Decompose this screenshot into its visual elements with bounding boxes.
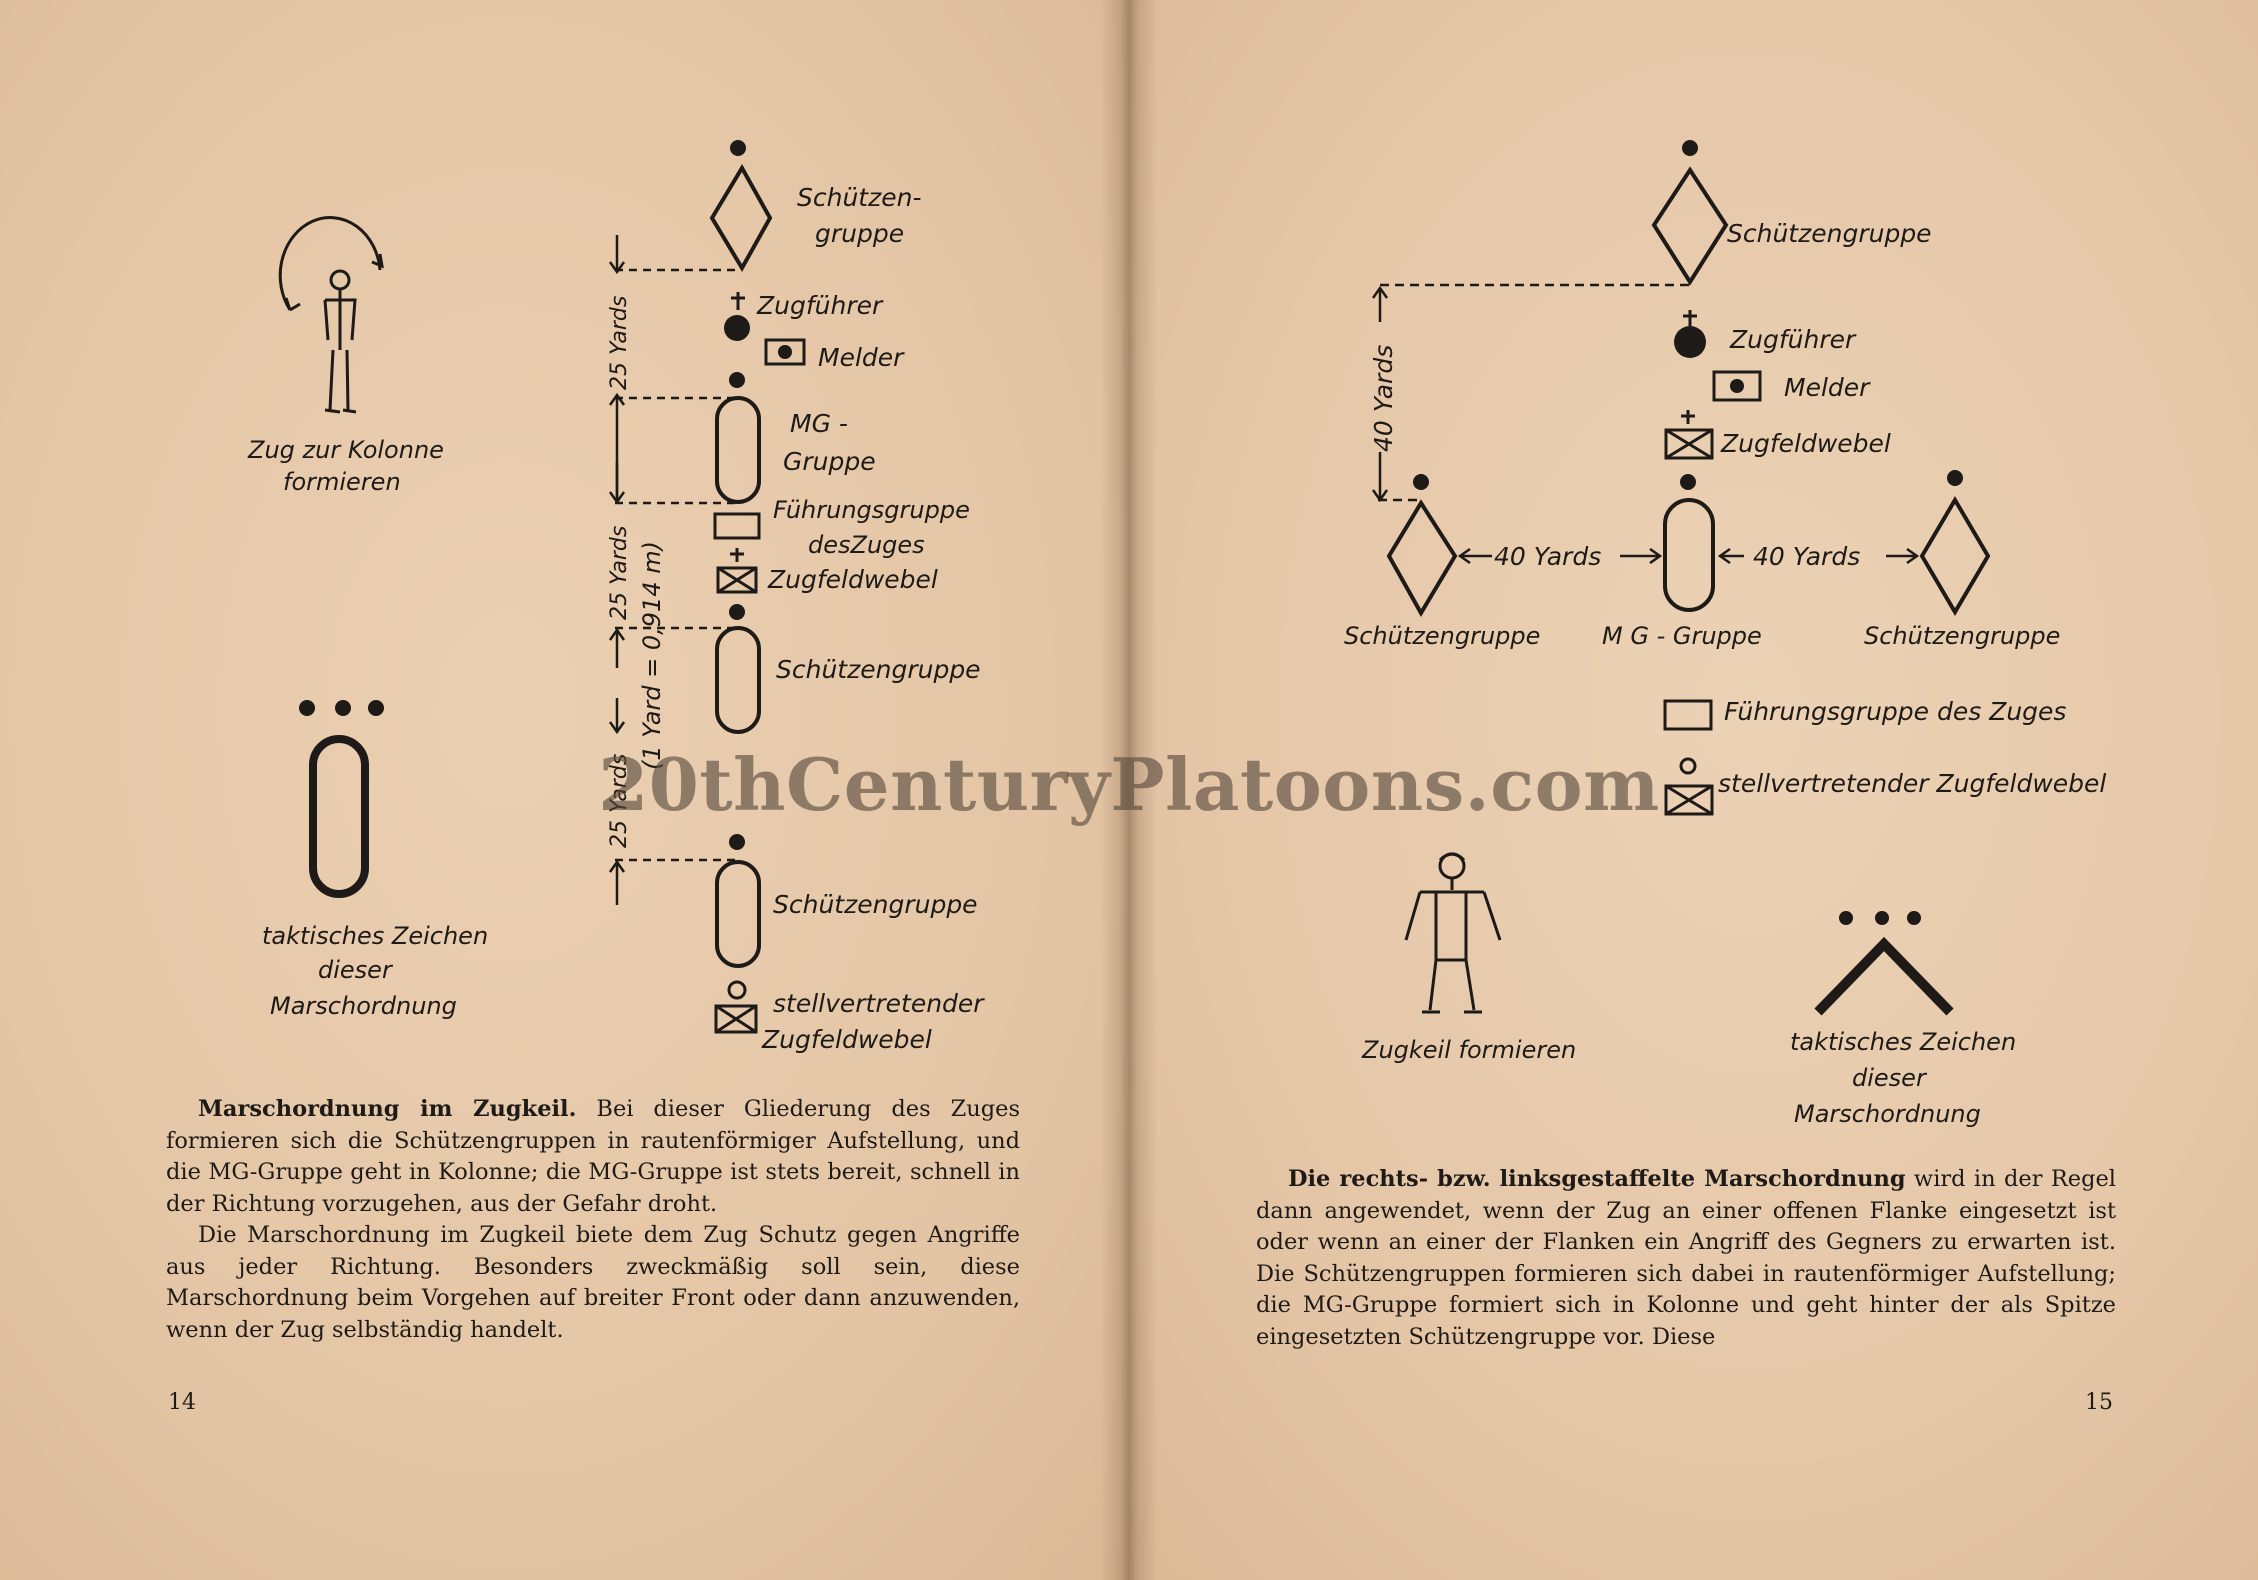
leader-dot	[730, 140, 746, 156]
label-mg-gruppe: Gruppe	[783, 447, 876, 476]
label-schuetzengruppe-top-1: Schützen-	[797, 183, 921, 212]
mg-gruppe-symbol	[715, 396, 761, 504]
label-tactical-sign-3: Marschordnung	[270, 992, 457, 1020]
right-paragraph-1-body: wird in der Regel dann angewendet, wenn …	[1256, 1166, 2116, 1350]
tactical-sign-column	[309, 735, 369, 898]
fuehrungsgruppe-symbol	[713, 512, 761, 540]
label-tactical-sign-1: taktisches Zeichen	[262, 922, 488, 950]
label-r-schuetzengruppe-left: Schützengruppe	[1344, 622, 1540, 650]
label-zugfuehrer: Zugführer	[756, 291, 884, 320]
soldier-turning-icon	[278, 216, 384, 414]
label-schuetzengruppe-mid: Schützengruppe	[776, 655, 981, 684]
label-r-distance-vertical: 40 Yards	[1369, 345, 1398, 452]
left-formation-diagram: Zug zur Kolonne formieren Schützen- grup…	[247, 140, 985, 1054]
left-paragraph-1-body: Bei dieser Gliederung des Zuges formiere…	[166, 1096, 1020, 1217]
zugfuehrer-symbol-right	[1674, 326, 1706, 358]
label-melder: Melder	[818, 343, 905, 372]
page-number-right: 15	[2085, 1390, 2113, 1415]
zugfuehrer-symbol	[724, 315, 750, 341]
label-r-distance-right: 40 Yards	[1753, 542, 1860, 571]
right-page	[1129, 0, 2258, 1580]
label-mg: MG -	[790, 409, 848, 438]
zugfeldwebel-symbol-right	[1664, 428, 1714, 460]
label-r-tactical-sign-3: Marschordnung	[1794, 1100, 1981, 1128]
label-r-zugfuehrer: Zugführer	[1729, 325, 1857, 354]
label-distance-2: 25 Yards	[607, 526, 632, 620]
soldier-standing-icon	[1404, 852, 1502, 1014]
tactical-sign-chevron	[1814, 936, 1954, 1016]
schuetzengruppe-left-diamond	[1386, 499, 1458, 617]
book-gutter	[1100, 0, 1158, 1580]
label-r-melder: Melder	[1784, 373, 1871, 402]
schuetzengruppe-right-diamond	[1919, 496, 1991, 616]
left-page	[0, 0, 1129, 1580]
zugfeldwebel-symbol	[716, 566, 758, 594]
label-r-mg-gruppe: M G - Gruppe	[1602, 622, 1762, 650]
schuetzengruppe-top-diamond	[1651, 166, 1729, 286]
label-r-zugkeil-formieren: Zugkeil formieren	[1361, 1036, 1576, 1064]
label-distance-1: 25 Yards	[607, 296, 632, 390]
label-formieren: formieren	[283, 468, 401, 496]
right-paragraph-1-heading: Die rechts- bzw. linksgestaffelte Marsch…	[1288, 1166, 1906, 1192]
label-r-zugfeldwebel: Zugfeldwebel	[1720, 429, 1891, 458]
melder-symbol	[764, 338, 806, 366]
label-distance-3: 25 Yards	[607, 754, 632, 848]
legend-stellv-symbol	[1664, 784, 1714, 816]
label-r-tactical-sign-2: dieser	[1852, 1064, 1928, 1092]
label-tactical-sign-2: dieser	[318, 956, 394, 984]
label-zugfeldwebel: Zugfeldwebel	[767, 565, 938, 594]
schuetzengruppe-bottom-symbol	[715, 860, 761, 968]
page-number-left: 14	[168, 1390, 196, 1415]
label-des-zuges: desZuges	[808, 531, 925, 559]
label-r-fuehrungsgruppe: Führungsgruppe des Zuges	[1724, 697, 2066, 726]
label-fuehrungsgruppe: Führungsgruppe	[773, 496, 970, 524]
left-paragraph-1: Marschordnung im Zugkeil. Bei dieser Gli…	[166, 1094, 1020, 1220]
label-r-schuetzengruppe-right: Schützengruppe	[1864, 622, 2060, 650]
legend-fuehrungsgruppe-symbol	[1663, 699, 1713, 731]
label-r-distance-left: 40 Yards	[1494, 542, 1601, 571]
right-body-text: Die rechts- bzw. linksgestaffelte Marsch…	[1256, 1164, 2116, 1353]
right-paragraph-1: Die rechts- bzw. linksgestaffelte Marsch…	[1256, 1164, 2116, 1353]
label-zug-kolonne: Zug zur Kolonne	[247, 436, 444, 464]
label-schuetzengruppe-bottom: Schützengruppe	[773, 890, 978, 919]
left-paragraph-2: Die Marschordnung im Zugkeil biete dem Z…	[166, 1222, 1020, 1343]
label-stellv-zugfeldwebel: Zugfeldwebel	[761, 1025, 932, 1054]
schuetzengruppe-mid-symbol	[715, 626, 761, 734]
label-stellvertretender: stellvertretender	[773, 989, 985, 1018]
label-r-tactical-sign-1: taktisches Zeichen	[1790, 1028, 2016, 1056]
schuetzengruppe-diamond	[709, 164, 773, 272]
mg-gruppe-symbol-right	[1663, 498, 1715, 612]
label-r-schuetzengruppe-top: Schützengruppe	[1727, 219, 1932, 248]
stellv-zugfeldwebel-symbol	[714, 1004, 758, 1034]
left-body-text: Marschordnung im Zugkeil. Bei dieser Gli…	[166, 1094, 1020, 1346]
label-schuetzengruppe-top-2: gruppe	[815, 219, 904, 248]
label-yard-note: (1 Yard = 0,914 m)	[638, 541, 666, 770]
label-r-stellv: stellvertretender Zugfeldwebel	[1718, 769, 2106, 798]
watermark-text: 20thCenturyPlatoons.com	[598, 742, 1660, 827]
melder-symbol-right	[1712, 370, 1762, 402]
left-paragraph-1-heading: Marschordnung im Zugkeil.	[198, 1096, 577, 1122]
